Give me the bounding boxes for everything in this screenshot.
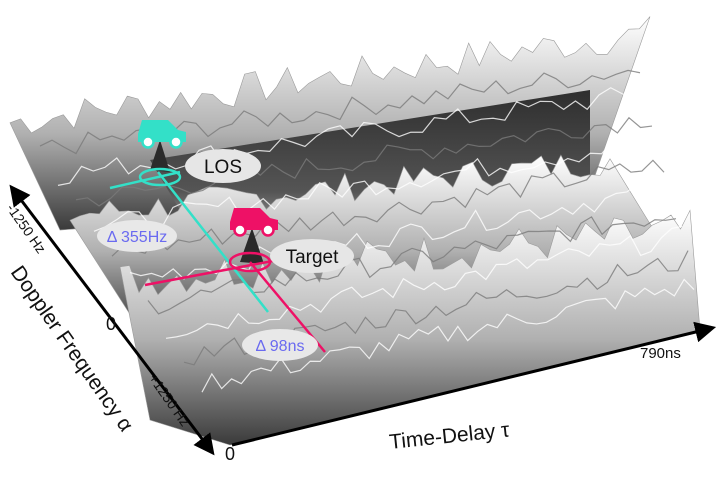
los-car-icon bbox=[138, 120, 186, 149]
car-wheel bbox=[141, 135, 155, 149]
target-peak-spike bbox=[240, 228, 264, 264]
target-peak: Target bbox=[144, 208, 354, 353]
target-car-icon bbox=[230, 208, 278, 237]
time-delay-end-tick: 790ns bbox=[640, 345, 681, 362]
doppler-delta-bubble bbox=[97, 220, 177, 252]
time-delay-start-tick: 0 bbox=[225, 444, 235, 464]
los-peak: LOS bbox=[109, 120, 269, 313]
delay-delta-label: Δ 98ns bbox=[256, 338, 305, 355]
los-label: LOS bbox=[204, 157, 242, 178]
target-label-bubble bbox=[270, 239, 354, 273]
delay-delta-bubble bbox=[242, 329, 318, 361]
target-label: Target bbox=[286, 247, 340, 268]
los-peak-spike bbox=[150, 140, 170, 172]
doppler-tick-zero: 0 bbox=[106, 314, 116, 334]
doppler-delta-label: Δ 355Hz bbox=[107, 229, 168, 246]
doppler-axis bbox=[9, 184, 215, 456]
los-delay-line bbox=[157, 171, 269, 313]
time-delay-axis-label: Time-Delay τ bbox=[388, 418, 511, 454]
los-label-bubble bbox=[185, 149, 261, 183]
los-ring bbox=[138, 167, 182, 187]
car-wheel bbox=[261, 223, 275, 237]
target-doppler-line bbox=[144, 258, 279, 287]
car-wheel bbox=[233, 223, 247, 237]
surface-ridge-line bbox=[147, 216, 677, 315]
surface-ridge-line bbox=[165, 225, 683, 339]
car-wheel bbox=[169, 135, 183, 149]
time-delay-axis bbox=[231, 321, 717, 447]
surface-ridge-line bbox=[201, 278, 695, 393]
los-doppler-line bbox=[109, 170, 181, 190]
